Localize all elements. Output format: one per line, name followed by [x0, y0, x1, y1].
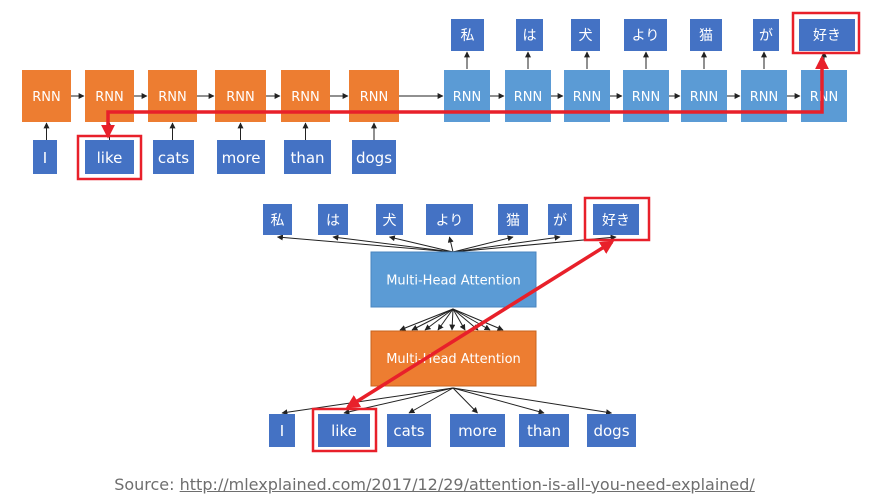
source-link[interactable]: http://mlexplained.com/2017/12/29/attent… — [179, 475, 755, 494]
attention-output-arrow — [276, 234, 454, 253]
attention-suki-highlight-box — [583, 196, 651, 242]
rnn-output-label: が — [759, 28, 773, 44]
rnn-highlight-path — [76, 11, 861, 181]
rnn-encoder-cell — [22, 70, 71, 122]
rnn-input-label: cats — [158, 149, 189, 167]
rnn-output-token-3 — [624, 19, 667, 51]
rnn-output-token-1 — [516, 19, 543, 51]
attention-input-label: cats — [393, 422, 424, 440]
rnn-decoder-outputs: 私 は 犬 より 猫 が 好き — [451, 19, 855, 51]
rnn-cell-label: RNN — [226, 90, 254, 105]
rnn-decoder: RNN RNN RNN RNN RNN RNN RNN — [444, 70, 847, 122]
multi-head-attention-bottom-label: Multi-Head Attention — [386, 352, 521, 367]
rnn-input-label: I — [43, 149, 47, 167]
rnn-output-label: 私 — [461, 28, 475, 44]
rnn-cell-label: RNN — [810, 90, 838, 105]
attention-highlight-path — [311, 196, 651, 453]
rnn-output-label: は — [523, 28, 537, 44]
attention-block-arrow — [424, 308, 454, 331]
attention-output-label: 猫 — [506, 213, 520, 229]
source-caption: Source: http://mlexplained.com/2017/12/2… — [0, 475, 869, 494]
attention-output-arrow — [452, 234, 561, 253]
attention-input-label: dogs — [593, 422, 629, 440]
attention-input-dogs — [587, 414, 636, 447]
attention-output-label: 好き — [602, 213, 630, 229]
attention-output-token-2 — [376, 204, 403, 235]
attention-input-label: more — [458, 422, 497, 440]
attention-input-more — [450, 414, 505, 447]
attention-section: Multi-Head Attention Multi-Head Attentio… — [263, 196, 651, 453]
attention-direct-dependency-arrow — [345, 240, 615, 409]
attention-input-arrow — [408, 387, 454, 414]
attention-block-arrow — [449, 308, 456, 331]
rnn-input-like — [85, 140, 134, 174]
multi-head-attention-top-label: Multi-Head Attention — [386, 274, 521, 289]
attention-input-cats — [387, 414, 431, 447]
rnn-suki-highlight-box — [791, 11, 861, 55]
rnn-input-label: more — [222, 149, 261, 167]
attention-input-like — [318, 414, 370, 447]
rnn-long-dependency-arrow — [101, 55, 829, 139]
attention-output-token-1 — [318, 204, 348, 235]
rnn-output-token-6 — [799, 19, 855, 51]
attention-output-label: より — [436, 213, 464, 229]
attention-like-highlight-box — [311, 407, 378, 453]
attention-input-label: I — [280, 422, 284, 440]
attention-outputs: 私 は 犬 より 猫 が 好き — [263, 204, 639, 235]
attention-output-label: は — [326, 213, 340, 229]
rnn-input-i — [33, 140, 57, 174]
attention-output-label: 私 — [271, 213, 285, 229]
attention-output-arrow — [447, 236, 454, 253]
attention-output-token-4 — [498, 204, 528, 235]
rnn-input-dogs — [352, 140, 396, 174]
rnn-cell-label: RNN — [632, 90, 660, 105]
attention-input-i — [269, 414, 295, 447]
rnn-cell-label: RNN — [291, 90, 319, 105]
attention-output-token-6 — [593, 204, 639, 235]
rnn-output-label: 犬 — [579, 28, 593, 44]
rnn-cell-label: RNN — [573, 90, 601, 105]
source-prefix: Source: — [114, 475, 180, 494]
attention-output-arrow — [332, 234, 454, 253]
attention-output-token-3 — [426, 204, 473, 235]
attention-input-arrow — [452, 387, 613, 416]
attention-output-token-0 — [263, 204, 292, 235]
rnn-cell-label: RNN — [32, 90, 60, 105]
attention-output-label: が — [553, 213, 567, 229]
attention-input-label: than — [527, 422, 561, 440]
attention-output-token-5 — [548, 204, 572, 235]
rnn-cell-label: RNN — [514, 90, 542, 105]
rnn-output-token-2 — [571, 19, 600, 51]
attention-input-label: like — [331, 422, 357, 440]
rnn-cell-label: RNN — [690, 90, 718, 105]
rnn-cell-label: RNN — [95, 90, 123, 105]
rnn-output-label: 猫 — [699, 28, 713, 44]
attention-input-than — [519, 414, 569, 447]
rnn-input-label: like — [97, 149, 123, 167]
rnn-input-label: dogs — [356, 149, 392, 167]
rnn-input-more — [217, 140, 265, 174]
rnn-cell-label: RNN — [750, 90, 778, 105]
rnn-input-label: than — [290, 149, 324, 167]
rnn-cell-label: RNN — [360, 90, 388, 105]
rnn-cell-label: RNN — [158, 90, 186, 105]
rnn-output-token-4 — [690, 19, 722, 51]
rnn-input-than — [284, 140, 331, 174]
attention-output-label: 犬 — [383, 213, 397, 229]
rnn-cell-label: RNN — [453, 90, 481, 105]
attention-block-arrow — [411, 308, 454, 331]
rnn-output-label: より — [632, 28, 660, 44]
rnn-output-token-5 — [753, 19, 779, 51]
rnn-output-label: 好き — [813, 28, 841, 44]
rnn-input-cats — [153, 140, 194, 174]
rnn-output-token-0 — [451, 19, 484, 51]
